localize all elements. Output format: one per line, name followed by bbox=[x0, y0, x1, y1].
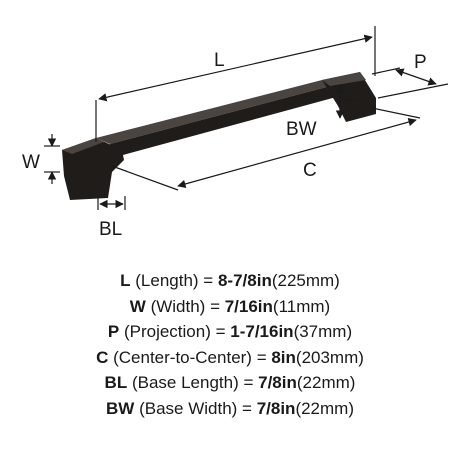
label-base-length: BL bbox=[99, 219, 122, 240]
spec-row: BL (Base Length) = 7/8in(22mm) bbox=[104, 373, 356, 392]
dimension-lines bbox=[44, 26, 449, 210]
spec-row: W (Width) = 7/16in(11mm) bbox=[129, 296, 331, 316]
spec-row: C (Center-to-Center) = 8in(203mm) bbox=[96, 347, 364, 367]
spec-row: BW (Base Width) = 7/8in(22mm) bbox=[106, 398, 354, 418]
left-base-post bbox=[62, 138, 124, 200]
spec-row: P (Projection) = 1-7/16in(37mm) bbox=[107, 322, 353, 341]
label-projection: P bbox=[414, 52, 427, 73]
length-arrow bbox=[98, 34, 373, 102]
center-ext-left bbox=[111, 165, 179, 191]
left-base-highlight bbox=[62, 138, 104, 154]
projection-ext-back bbox=[371, 67, 401, 75]
spec-row: L (Length) = 8-7/8in(225mm) bbox=[120, 271, 340, 290]
label-center: C bbox=[303, 160, 317, 181]
drawer-pull bbox=[62, 72, 376, 200]
label-base-width: BW bbox=[286, 119, 317, 140]
projection-ext-front bbox=[377, 83, 449, 99]
center-ext-right bbox=[371, 107, 421, 119]
projection-arrow bbox=[395, 68, 437, 86]
center-arrow bbox=[177, 117, 417, 189]
label-length: L bbox=[214, 50, 225, 71]
label-width: W bbox=[22, 152, 40, 173]
dimension-specs-list: L (Length) = 8-7/8in(225mm) W (Width) = … bbox=[0, 268, 460, 421]
product-dimension-diagram: L P BW W C BL bbox=[22, 26, 449, 240]
